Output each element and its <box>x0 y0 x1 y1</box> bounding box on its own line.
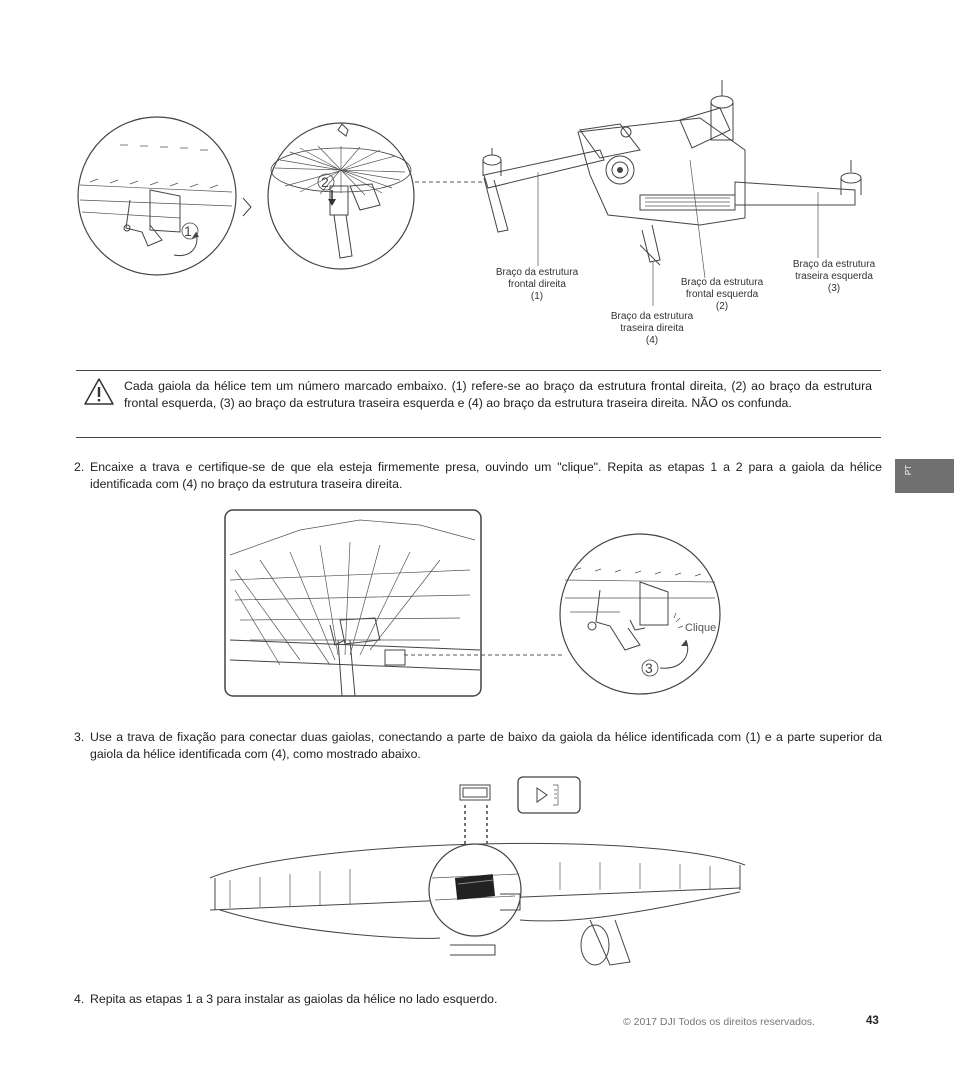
step-number: 3. <box>74 730 85 744</box>
detail-circle-step2 <box>267 122 415 270</box>
step-4: 4. Repita as etapas 1 a 3 para instalar … <box>74 991 882 1009</box>
warning-bottom-rule <box>76 437 881 438</box>
warning-icon <box>84 378 114 405</box>
click-label: Clique <box>685 622 717 634</box>
language-tab-label: PT <box>904 464 913 476</box>
callout-3: 3 <box>645 660 653 676</box>
drone-illustration <box>482 80 862 266</box>
step-3: 3. Use a trava de fixação para conectar … <box>74 729 882 765</box>
top-assembly-diagram: 1 2 <box>77 80 862 306</box>
language-tab: PT <box>895 459 954 493</box>
warning-top-rule <box>76 370 881 371</box>
step-number: 2. <box>74 460 85 474</box>
callout-1: 1 <box>184 223 192 239</box>
step-text: Repita as etapas 1 a 3 para instalar as … <box>90 992 498 1006</box>
step-text: Use a trava de fixação para conectar dua… <box>90 730 882 761</box>
step-text: Encaixe a trava e certifique-se de que e… <box>90 460 882 491</box>
step-number: 4. <box>74 992 85 1006</box>
page-number: 43 <box>866 1015 879 1027</box>
chevron-right-icon <box>242 197 252 217</box>
play-icon <box>536 787 548 803</box>
callout-3-ring <box>641 659 659 677</box>
cage-connection-diagram <box>209 776 746 966</box>
callout-2: 2 <box>321 174 329 190</box>
warning-text: Cada gaiola da hélice tem um número marc… <box>124 379 872 410</box>
detail-circle-step1 <box>77 116 237 276</box>
latch-click-diagram <box>224 509 721 697</box>
footer-copyright: © 2017 DJI Todos os direitos reservados. <box>623 1016 815 1028</box>
step-2: 2. Encaixe a trava e certifique-se de qu… <box>74 459 882 495</box>
